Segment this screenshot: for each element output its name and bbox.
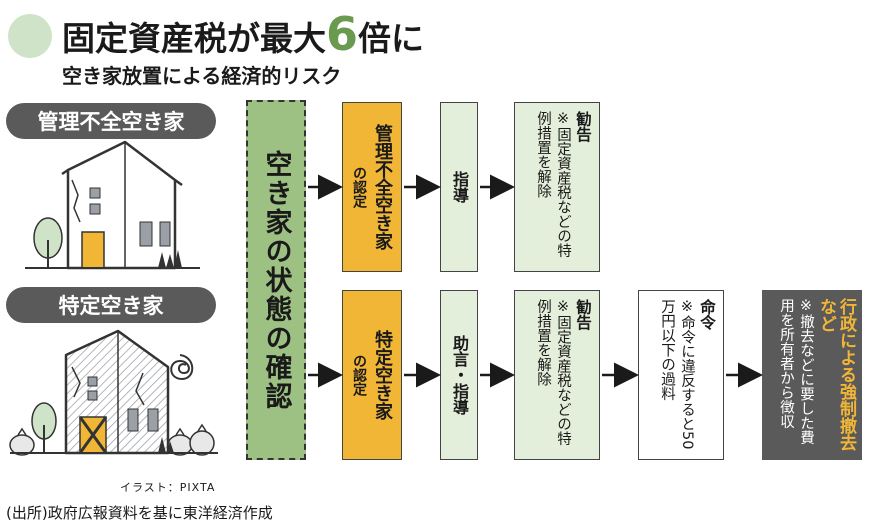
cert-box-tokutei: 特定空き家 の認定 bbox=[342, 290, 402, 460]
page-subtitle: 空き家放置による経済的リスク bbox=[62, 64, 342, 88]
cert-kanri-line2: の認定 bbox=[351, 166, 367, 208]
house-illustration-tokutei bbox=[9, 329, 218, 456]
guidance-box-kanri: 指導 bbox=[440, 102, 478, 272]
category-pill-tokutei: 特定空き家 bbox=[6, 287, 216, 323]
state-check-box: 空き家の状態の確認 bbox=[246, 100, 306, 460]
advice-box-tokutei: 勧告 ※固定資産税などの特例措置を解除 bbox=[514, 290, 600, 460]
title-number: 6 bbox=[326, 7, 359, 61]
cert-tokutei-line1: 特定空き家 bbox=[372, 330, 393, 420]
advice-tokutei-body: ※固定資産税などの特例措置を解除 bbox=[535, 299, 571, 446]
illustration-credit: イラスト：PIXTA bbox=[120, 481, 216, 494]
page-title: 固定資産税が最大6倍に bbox=[62, 7, 425, 61]
order-body: ※命令に違反すると50万円以下の過料 bbox=[659, 299, 695, 450]
source-note: (出所)政府広報資料を基に東洋経済作成 bbox=[6, 504, 273, 522]
advice-kanri-head: 勧告 bbox=[574, 111, 592, 142]
title-dot bbox=[8, 14, 52, 58]
admin-body: ※撤去などに要した費用を所有者から徴収 bbox=[778, 298, 814, 445]
cert-kanri-line1: 管理不全空き家 bbox=[372, 124, 393, 250]
category-pill-kanri: 管理不全空き家 bbox=[6, 103, 216, 139]
advice-kanri-body: ※固定資産税などの特例措置を解除 bbox=[535, 111, 571, 258]
cert-box-kanri: 管理不全空き家 の認定 bbox=[342, 102, 402, 272]
advice-box-kanri: 勧告 ※固定資産税などの特例措置を解除 bbox=[514, 102, 600, 272]
admin-action-box: 行政による強制撤去など ※撤去などに要した費用を所有者から徴収 bbox=[762, 290, 862, 460]
order-head: 命令 bbox=[698, 299, 716, 330]
admin-head: 行政による強制撤去など bbox=[816, 298, 856, 451]
advice-tokutei-head: 勧告 bbox=[574, 299, 592, 330]
house-illustration-kanri bbox=[25, 140, 200, 270]
cert-tokutei-line2: の認定 bbox=[351, 354, 367, 396]
